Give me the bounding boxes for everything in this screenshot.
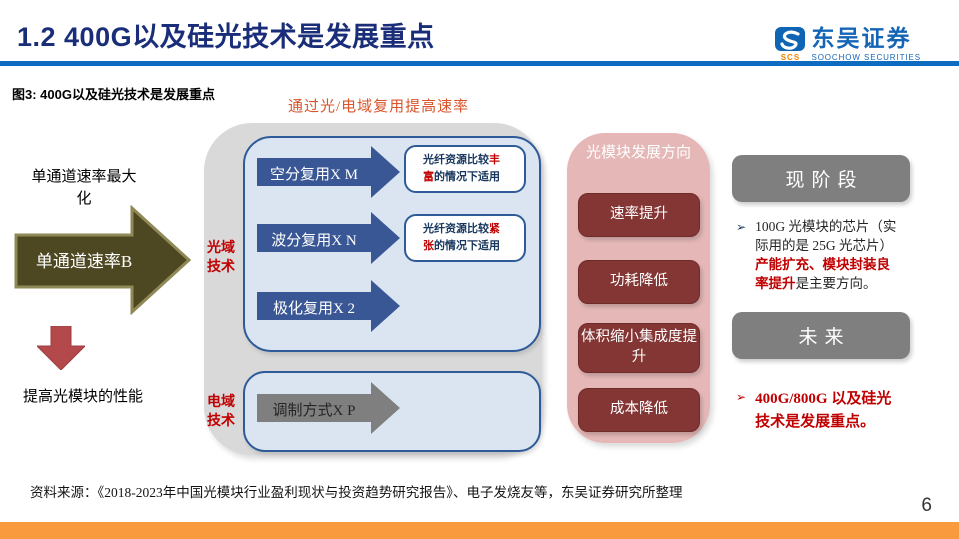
bullet-arrow-icon: ➢	[736, 390, 747, 404]
logo-name-cn: 东吴证券	[811, 25, 912, 51]
development-item-size: 体积缩小集成度提升	[578, 323, 700, 373]
figure-note: 通过光/电域复用提高速率	[288, 99, 470, 115]
stage-now-text: 100G 光模块的芯片（实际用的是 25G 光芯片）	[755, 219, 897, 253]
bullet-arrow-icon: ➢	[736, 220, 747, 234]
soochow-logo-icon: SCS	[775, 27, 806, 62]
development-item-cost: 成本降低	[578, 388, 700, 432]
fiber-scarce-note: 光纤资源比较紧张的情况下适用	[404, 214, 526, 262]
electrical-arrow-icon	[257, 382, 400, 434]
electrical-arrow-label: 调制方式X P	[272, 403, 356, 419]
optical-arrow-2-label: 波分复用X N	[271, 233, 357, 249]
optical-arrow-2-icon	[257, 212, 400, 264]
stage-now-highlight: 产能扩充、模块封装良率提升	[755, 256, 891, 291]
electrical-domain-label: 电域技术	[207, 395, 235, 429]
source-note: 资料来源：《2018-2023年中国光模块行业盈利现状与投资趋势研究报告》、电子…	[30, 485, 683, 500]
optical-arrow-3-icon	[257, 280, 400, 332]
single-channel-rate-label: 单通道速率B	[35, 252, 133, 271]
fiber-rich-note: 光纤资源比较丰富的情况下适用	[404, 145, 526, 193]
note-text: 的情况下适用	[434, 171, 500, 183]
right-arrow-icon	[14, 205, 192, 315]
page-number: 6	[921, 495, 932, 516]
stage-now-text-end: 是主要方向。	[795, 275, 877, 291]
figure-caption: 图3: 400G以及硅光技术是发展重点	[12, 87, 215, 102]
development-title: 光模块发展方向	[585, 145, 691, 161]
stage-now-box: 现阶段	[732, 155, 910, 202]
stage-now-bullet: ➢ 100G 光模块的芯片（实际用的是 25G 光芯片）产能扩充、模块封装良率提…	[736, 218, 912, 294]
development-item-power: 功耗降低	[578, 260, 700, 304]
note-text: 光纤资源比较	[423, 222, 489, 235]
bottom-accent-bar	[0, 522, 959, 539]
down-arrow-icon	[37, 326, 85, 370]
stage-future-box: 未来	[732, 312, 910, 359]
note-text: 的情况下适用	[434, 240, 500, 252]
improve-performance-label: 提高光模块的性能	[23, 389, 144, 405]
logo-badge: SCS	[780, 53, 801, 62]
optical-arrow-1-label: 空分复用X M	[270, 167, 358, 183]
header-divider	[0, 61, 959, 66]
logo-swirl-icon	[775, 27, 806, 51]
logo-name-en: SOOCHOW SECURITIES	[811, 53, 921, 62]
brand-logo: SCS 东吴证券 SOOCHOW SECURITIES	[775, 27, 921, 62]
optical-arrow-3-label: 极化复用X 2	[272, 301, 356, 317]
optical-domain-label: 光域技术	[207, 241, 235, 275]
development-item-speed: 速率提升	[578, 193, 700, 237]
stage-future-text: 400G/800G 以及硅光技术是发展重点。	[755, 391, 892, 430]
note-highlight: 丰富	[423, 153, 500, 183]
optical-arrow-1-icon	[257, 146, 400, 198]
single-channel-max-label: 单通道速率最大化	[31, 169, 137, 207]
note-text: 光纤资源比较	[423, 153, 489, 166]
stage-future-bullet: ➢ 400G/800G 以及硅光技术是发展重点。	[736, 388, 912, 433]
page-title: 1.2 400G以及硅光技术是发展重点	[17, 22, 435, 52]
note-highlight: 紧张	[423, 222, 500, 252]
